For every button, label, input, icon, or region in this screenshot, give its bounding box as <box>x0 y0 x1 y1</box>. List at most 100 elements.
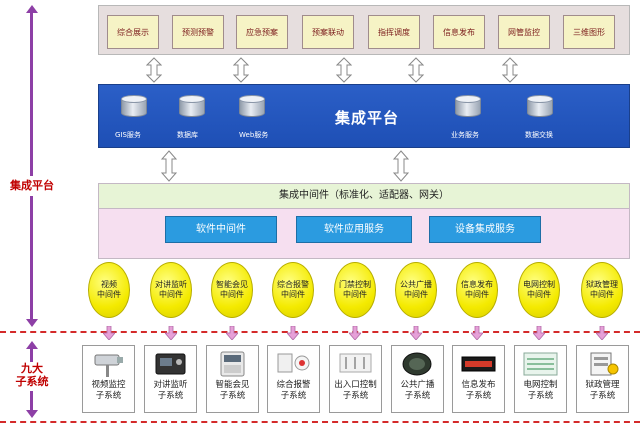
subsystem-label: 视频监控子系统 <box>83 380 134 402</box>
subsystem-name: 信息发布 <box>461 380 496 390</box>
intercom-icon <box>155 353 186 375</box>
adapter-type: 中间件 <box>465 290 489 299</box>
service-label: 数据库 <box>177 131 198 139</box>
subsystem-name: 公共广播 <box>400 380 435 390</box>
app-box: 综合展示 <box>107 15 159 49</box>
subsystem-name: 出入口控制 <box>334 380 377 390</box>
adapter-oval: 信息发布中间件 <box>456 262 498 318</box>
rail-label-line-2: 子系统 <box>15 375 49 388</box>
rail2-line-lower <box>30 391 33 411</box>
down-arrow-icon <box>471 326 483 340</box>
adapter-oval: 公共广播中间件 <box>395 262 437 318</box>
app-box: 应急预案 <box>236 15 288 49</box>
double-arrow-icon <box>502 57 518 83</box>
subsystem-label: 智能会见子系统 <box>207 380 258 402</box>
subsystem-label: 对讲监听子系统 <box>145 380 196 402</box>
adapter-type: 中间件 <box>281 290 305 299</box>
separator-bottom <box>0 421 640 423</box>
subsystem-name: 综合报警 <box>276 380 311 390</box>
app-box: 信息发布 <box>433 15 485 49</box>
applications-panel: 综合展示 预测预警 应急预案 预案联动 指挥调度 信息发布 网管监控 三维图形 <box>98 5 630 55</box>
subsystem-name: 对讲监听 <box>153 380 188 390</box>
service-label: 数据交换 <box>525 131 553 139</box>
adapter-name: 信息发布 <box>461 280 493 289</box>
subsystem-label: 综合报警子系统 <box>268 380 319 402</box>
middleware-header: 集成中间件（标准化、适配器、网关） <box>99 184 629 209</box>
adapter-oval: 智能会见中间件 <box>211 262 253 318</box>
service-label: GIS服务 <box>115 131 141 139</box>
server-icon <box>590 352 619 376</box>
adapter-name: 门禁控制 <box>339 280 371 289</box>
subsystem-suffix: 子系统 <box>157 391 184 401</box>
camera-icon <box>94 354 123 377</box>
separator-top <box>0 331 640 333</box>
down-arrow-icon <box>533 326 545 340</box>
adapter-type: 中间件 <box>404 290 428 299</box>
rail-arrow-down-icon <box>26 319 38 327</box>
platform-title: 集成平台 <box>335 109 400 127</box>
double-arrow-icon <box>161 150 177 182</box>
adapter-oval: 门禁控制中间件 <box>334 262 376 318</box>
adapter-type: 中间件 <box>343 290 367 299</box>
electric-fence-icon <box>523 352 558 376</box>
rail-arrow-up-icon <box>26 5 38 13</box>
subsystem-suffix: 子系统 <box>342 391 369 401</box>
adapter-oval: 狱政管理中间件 <box>581 262 623 318</box>
service-label: Web服务 <box>239 131 269 139</box>
rail2-line-upper <box>30 348 33 362</box>
subsystem-suffix: 子系统 <box>404 391 431 401</box>
subsystem-card: 视频监控子系统 <box>82 345 135 413</box>
subsystem-card: 综合报警子系统 <box>267 345 320 413</box>
subsystem-card: 电网控制子系统 <box>514 345 567 413</box>
database-icon <box>455 95 481 117</box>
subsystem-card: 信息发布子系统 <box>452 345 505 413</box>
adapter-name: 对讲监听 <box>155 280 187 289</box>
led-display-icon <box>461 356 496 372</box>
down-arrow-icon <box>226 326 238 340</box>
app-box: 预测预警 <box>172 15 224 49</box>
adapter-name: 综合报警 <box>277 280 309 289</box>
subsystem-name: 狱政管理 <box>585 380 620 390</box>
subsystem-suffix: 子系统 <box>95 391 122 401</box>
subsystem-label: 出入口控制子系统 <box>330 380 381 402</box>
subsystem-card: 对讲监听子系统 <box>144 345 197 413</box>
subsystem-card: 出入口控制子系统 <box>329 345 382 413</box>
subsystem-card: 狱政管理子系统 <box>576 345 629 413</box>
adapter-name: 智能会见 <box>216 280 248 289</box>
phone-icon <box>220 351 245 377</box>
speaker-icon <box>402 352 432 376</box>
double-arrow-icon <box>408 57 424 83</box>
down-arrow-icon <box>596 326 608 340</box>
subsystem-suffix: 子系统 <box>219 391 246 401</box>
middleware-panel: 集成中间件（标准化、适配器、网关） 软件中间件 软件应用服务 设备集成服务 <box>98 183 630 259</box>
service-label: 业务服务 <box>451 131 479 139</box>
subsystem-label: 电网控制子系统 <box>515 380 566 402</box>
subsystem-suffix: 子系统 <box>589 391 616 401</box>
rail-label-line-1: 九大 <box>21 362 43 375</box>
adapter-type: 中间件 <box>527 290 551 299</box>
subsystem-name: 视频监控 <box>91 380 126 390</box>
adapter-type: 中间件 <box>159 290 183 299</box>
app-box: 指挥调度 <box>368 15 420 49</box>
adapter-name: 电网控制 <box>523 280 555 289</box>
subsystem-suffix: 子系统 <box>465 391 492 401</box>
subsystem-label: 信息发布子系统 <box>453 380 504 402</box>
rail-line-upper <box>30 12 33 176</box>
rail2-arrow-down-icon <box>26 410 38 418</box>
subsystem-suffix: 子系统 <box>527 391 554 401</box>
middleware-module: 软件应用服务 <box>296 216 412 243</box>
subsystem-label: 狱政管理子系统 <box>577 380 628 402</box>
adapter-name: 狱政管理 <box>586 280 618 289</box>
rail-line-lower <box>30 196 33 320</box>
double-arrow-icon <box>233 57 249 83</box>
adapter-name: 视频 <box>101 280 117 289</box>
access-control-icon <box>339 353 372 373</box>
app-box: 预案联动 <box>302 15 354 49</box>
subsystem-card: 智能会见子系统 <box>206 345 259 413</box>
adapter-oval: 对讲监听中间件 <box>150 262 192 318</box>
adapter-oval: 电网控制中间件 <box>518 262 560 318</box>
rail-label-subsystems: 九大 子系统 <box>8 362 56 388</box>
down-arrow-icon <box>410 326 422 340</box>
adapter-name: 公共广播 <box>400 280 432 289</box>
adapter-oval: 综合报警中间件 <box>272 262 314 318</box>
